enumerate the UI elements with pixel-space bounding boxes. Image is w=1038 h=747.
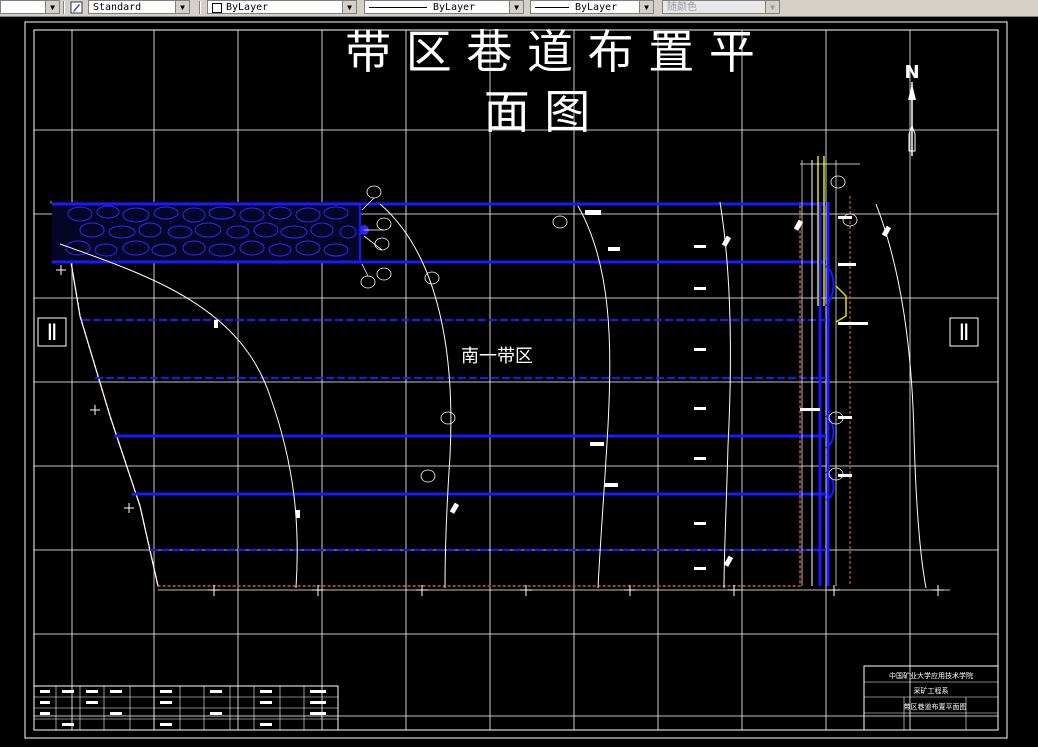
district-label: 南一带区 <box>461 346 533 367</box>
text-style-icon[interactable] <box>70 1 83 14</box>
coordinate-grid <box>34 30 998 730</box>
inner-frame <box>33 29 999 731</box>
north-arrow-icon: N <box>904 62 920 156</box>
chevron-down-icon[interactable]: ▼ <box>639 1 653 13</box>
chevron-down-icon[interactable]: ▼ <box>175 1 189 13</box>
contour-lines <box>59 201 927 589</box>
section-marker-right: Ⅱ <box>959 321 970 346</box>
title-block-drawing-name: 带区巷道布置平面图 <box>904 702 967 711</box>
cad-drawing[interactable]: 带 区 巷 道 布 置 平 面 图 N <box>0 16 1038 743</box>
chevron-down-icon[interactable]: ▼ <box>342 1 356 13</box>
north-label: N <box>904 62 919 83</box>
legend-table <box>33 685 339 731</box>
color-dropdown[interactable]: ByLayer ▼ <box>207 0 357 14</box>
properties-toolbar: ▼ Standard ▼ ByLayer ▼ ByLayer ▼ ByLayer… <box>0 0 1038 17</box>
plot-style-value: 随颜色 <box>667 2 697 13</box>
linetype-dropdown[interactable]: ByLayer ▼ <box>364 0 524 14</box>
goaf-area <box>52 202 369 262</box>
text-style-dropdown[interactable]: Standard ▼ <box>88 0 190 14</box>
drawing-title-line2: 面 图 <box>484 85 591 139</box>
layer-dropdown[interactable]: ▼ <box>0 0 60 14</box>
section-marker-left: Ⅱ <box>47 321 58 346</box>
annotation-marks <box>214 210 892 570</box>
section-marker-left-frame <box>37 317 67 347</box>
title-block-major: 采矿工程系 <box>914 686 949 695</box>
title-block-school: 中国矿业大学应用技术学院 <box>889 671 973 680</box>
outer-frame <box>24 21 1008 739</box>
shaft-group <box>800 156 860 586</box>
lineweight-value: ByLayer <box>575 2 618 13</box>
toolbar-separator <box>63 1 65 14</box>
text-style-value: Standard <box>93 2 142 13</box>
linetype-preview <box>369 7 427 8</box>
plot-style-dropdown[interactable]: 随颜色 ▼ <box>662 0 780 14</box>
chevron-down-icon[interactable]: ▼ <box>509 1 523 13</box>
lineweight-dropdown[interactable]: ByLayer ▼ <box>530 0 654 14</box>
roadways <box>52 202 835 586</box>
chevron-down-icon[interactable]: ▼ <box>45 1 59 13</box>
color-value: ByLayer <box>226 2 269 13</box>
callout-bubbles <box>360 175 858 483</box>
title-block: 中国矿业大学应用技术学院 采矿工程系 带区巷道布置平面图 <box>863 665 999 731</box>
color-swatch <box>212 3 222 13</box>
lineweight-preview <box>535 7 569 8</box>
drawing-canvas[interactable]: 带 区 巷 道 布 置 平 面 图 N <box>0 16 1038 743</box>
chevron-down-icon[interactable]: ▼ <box>765 1 779 13</box>
boundary-ticks <box>56 265 944 596</box>
section-marker-right-frame <box>949 317 979 347</box>
linetype-value: ByLayer <box>433 2 476 13</box>
toolbar-separator <box>199 1 201 14</box>
drawing-title-line1: 带 区 巷 道 布 置 平 <box>345 25 755 79</box>
